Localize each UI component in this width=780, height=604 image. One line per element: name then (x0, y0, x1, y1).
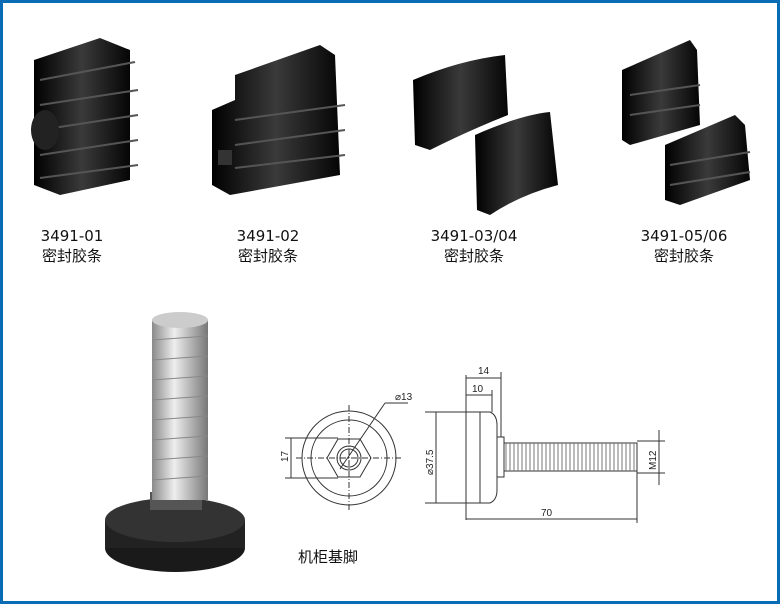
seal-3491-03-04-image (413, 55, 558, 215)
product-caption-3491-01: 3491-01 密封胶条 (0, 226, 152, 266)
seal-3491-02-image (212, 45, 346, 195)
dim-base-diameter: ⌀37.5 (425, 449, 436, 475)
drawing-side-view (425, 372, 665, 523)
product-name: 密封胶条 (653, 247, 714, 265)
dim-total-height: 14 (478, 366, 490, 377)
dim-base-height: 10 (472, 384, 484, 395)
product-caption-3491-05-06: 3491-05/06 密封胶条 (604, 226, 764, 266)
product-caption-3491-02: 3491-02 密封胶条 (188, 226, 348, 266)
product-name: 密封胶条 (41, 247, 102, 265)
product-code: 3491-05/06 (640, 227, 728, 245)
product-caption-3491-03-04: 3491-03/04 密封胶条 (394, 226, 554, 266)
seal-3491-01-image (31, 38, 139, 195)
product-code: 3491-03/04 (430, 227, 518, 245)
product-code: 3491-02 (236, 227, 300, 245)
seal-3491-05-06-image (622, 40, 751, 205)
dim-hex: 17 (280, 450, 291, 462)
dim-hole-diameter: ⌀13 (395, 392, 413, 403)
cabinet-foot-photo (105, 312, 245, 572)
drawing-front-view (285, 402, 408, 511)
cabinet-foot-label: 机柜基脚 (298, 548, 359, 566)
product-name: 密封胶条 (443, 247, 504, 265)
product-code: 3491-01 (40, 227, 104, 245)
dim-length: 70 (541, 508, 553, 519)
product-name: 密封胶条 (237, 247, 298, 265)
dim-thread: M12 (648, 450, 659, 470)
